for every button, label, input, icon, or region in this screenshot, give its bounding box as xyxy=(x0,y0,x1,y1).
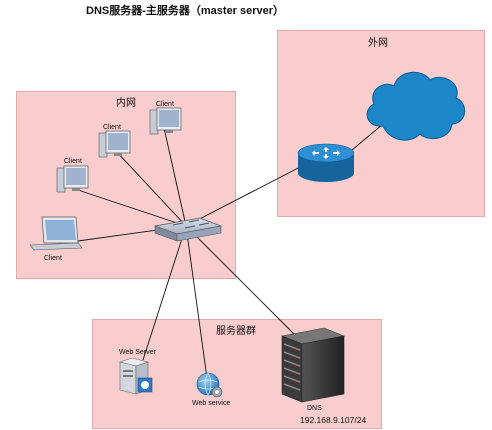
client-3-label: Client xyxy=(64,158,82,165)
router-icon xyxy=(297,143,355,182)
client-laptop-label: Client xyxy=(44,255,62,262)
dns-ip-label: 192.168.9.107/24 xyxy=(300,415,367,425)
server-rack-icon xyxy=(280,327,346,403)
cloud-icon xyxy=(366,71,466,141)
link-switch-dns xyxy=(185,225,301,341)
link-switch-client-1 xyxy=(163,127,187,227)
desktop-client-icon xyxy=(149,107,182,135)
link-switch-router xyxy=(185,165,303,227)
switch-icon xyxy=(153,217,223,242)
external-zone-label: 外网 xyxy=(368,38,388,49)
client-2-label: Client xyxy=(103,124,121,131)
diagram-title: DNS服务器-主服务器（master server） xyxy=(86,5,285,17)
link-switch-client-2 xyxy=(114,149,187,227)
web-server-icon xyxy=(118,357,153,395)
server-zone-label: 服务器群 xyxy=(216,326,256,337)
link-switch-webserver xyxy=(142,225,187,361)
laptop-icon xyxy=(29,216,83,251)
dns-label: DNS xyxy=(307,405,322,412)
web-service-label: Web service xyxy=(192,400,231,407)
web-server-label: Web Server xyxy=(119,349,156,356)
link-switch-webservice xyxy=(185,225,208,379)
globe-gear-icon xyxy=(196,372,223,398)
client-1-label: Client xyxy=(156,101,174,108)
internal-zone-label: 内网 xyxy=(116,98,136,109)
link-switch-client-3 xyxy=(77,189,187,227)
desktop-client-icon xyxy=(56,165,89,193)
desktop-client-icon xyxy=(98,130,131,158)
